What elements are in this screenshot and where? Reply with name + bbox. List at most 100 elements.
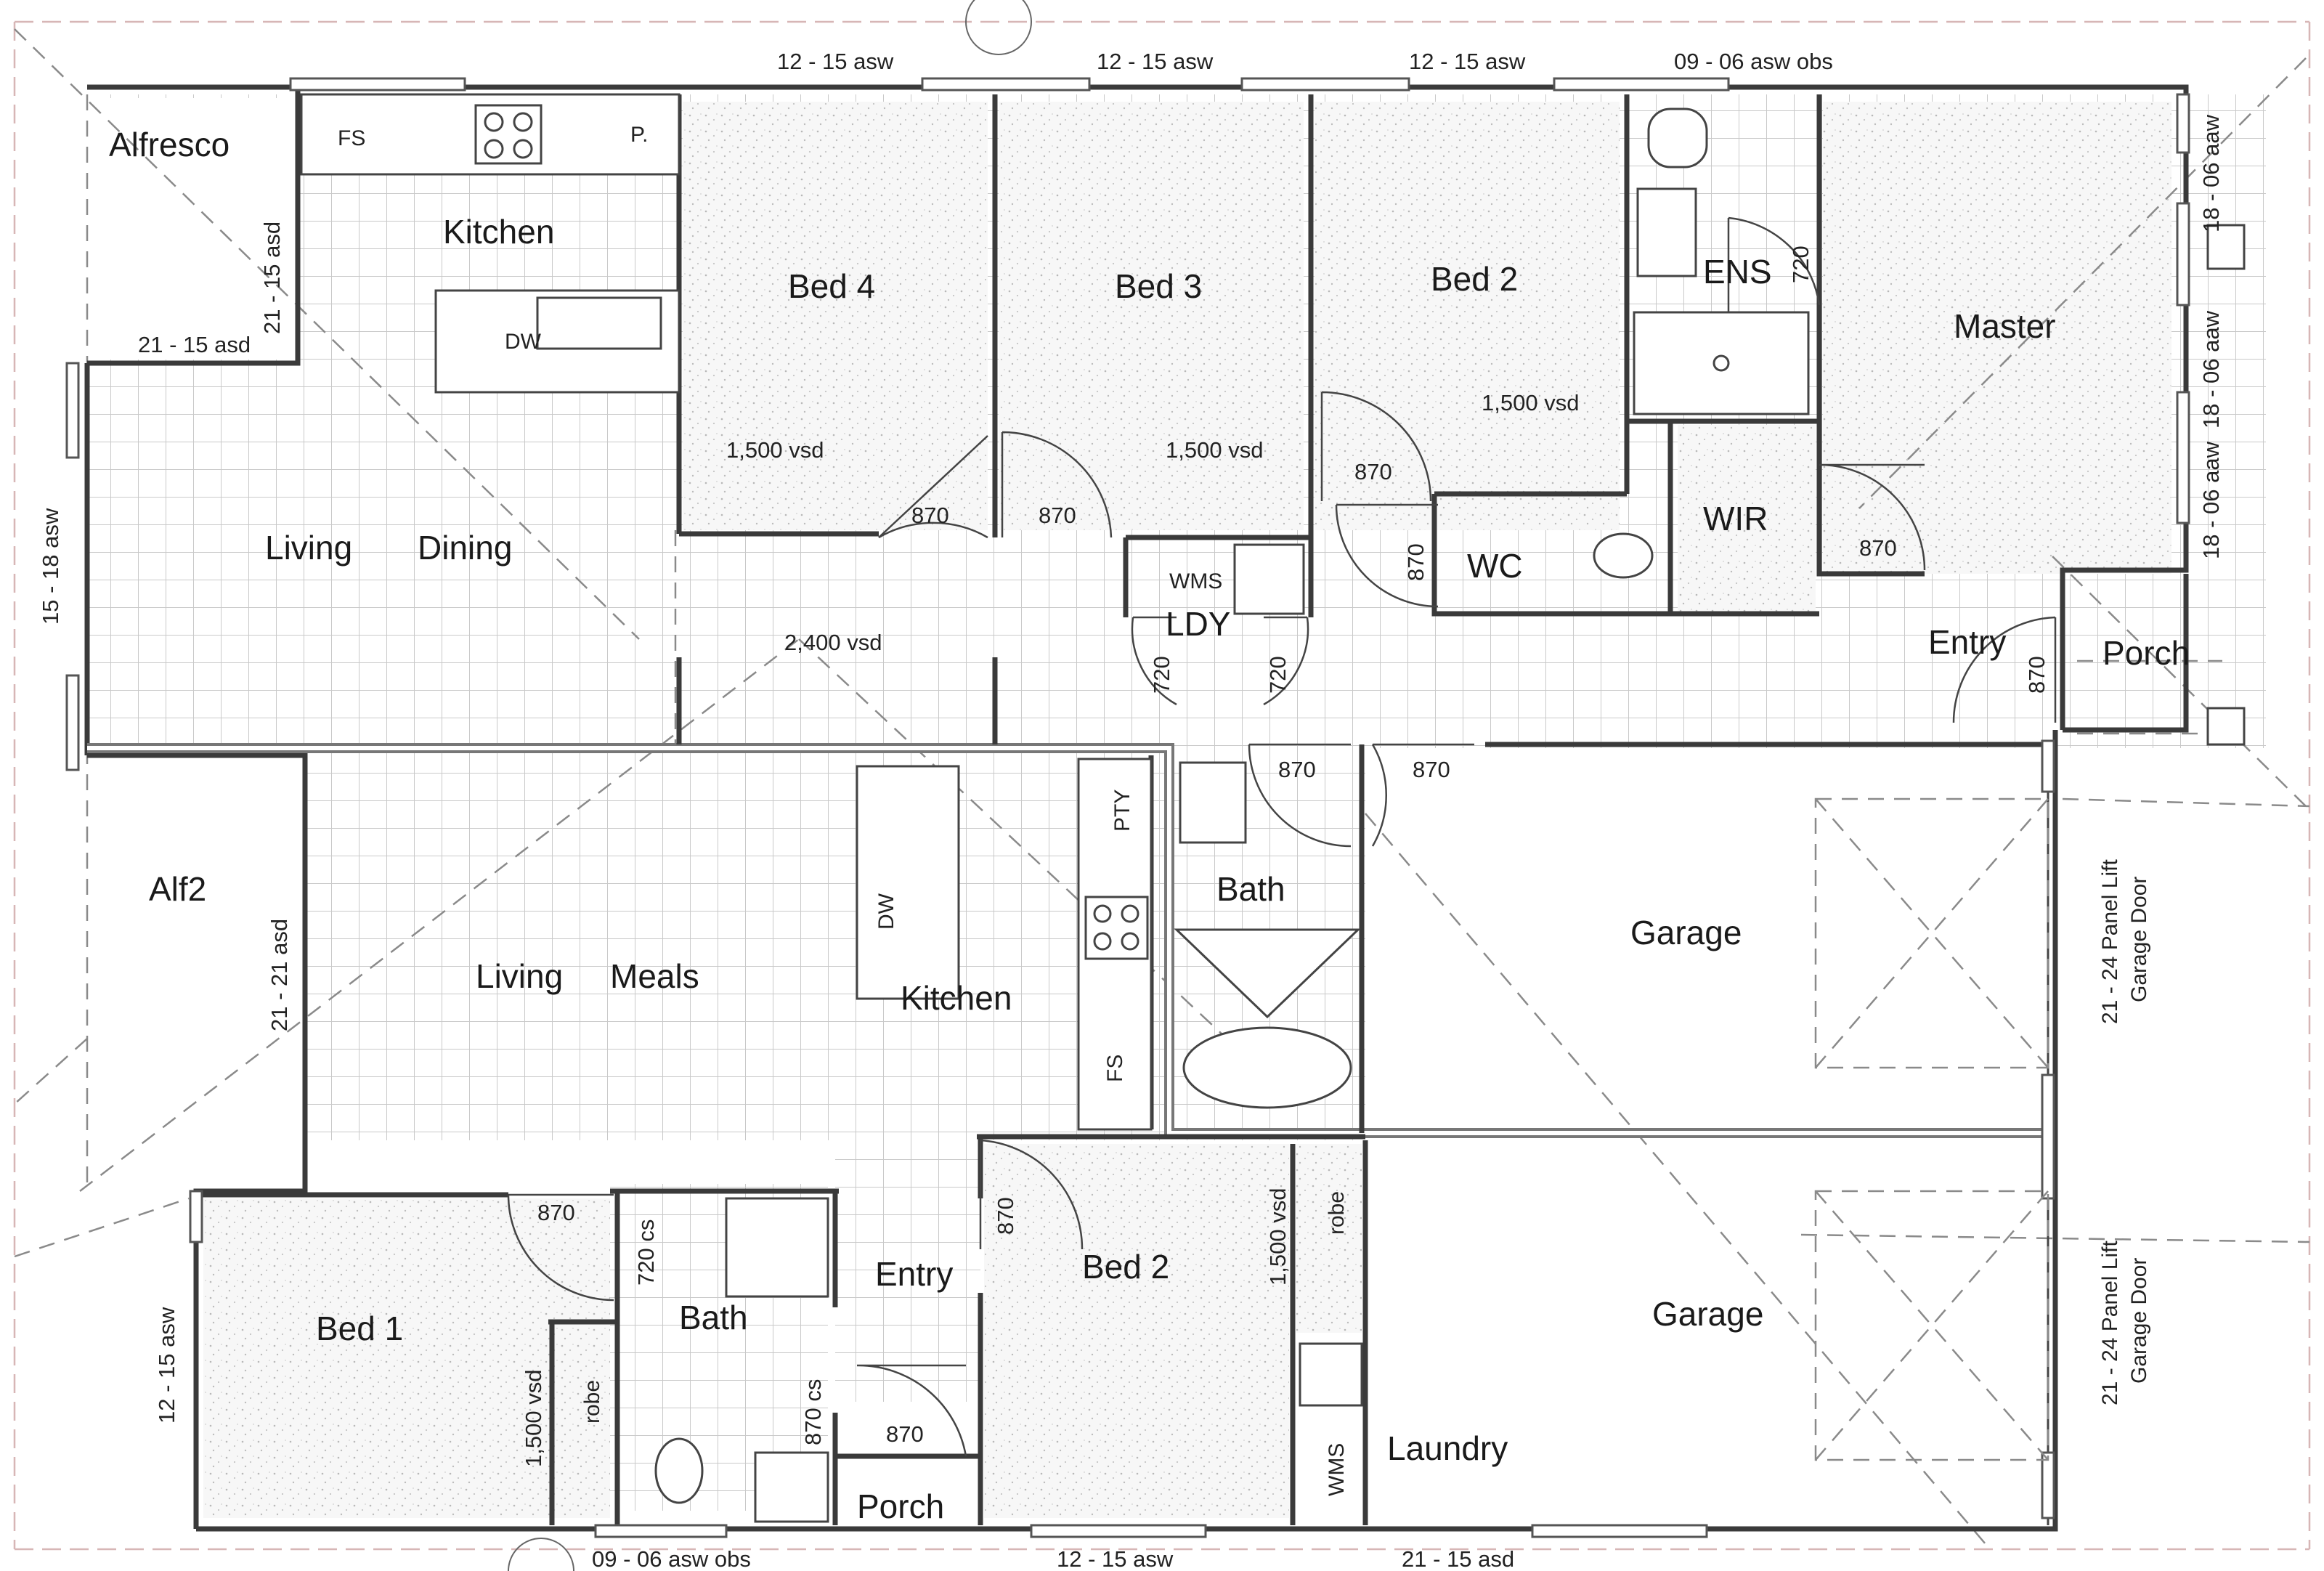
sliding-door-labels: 1,500 vsd 1,500 vsd 1,500 vsd 2,400 vsd …	[521, 390, 1579, 1467]
door-swing-ldy-left	[1131, 616, 1177, 706]
window-label-bottom-1: 09 - 06 asw obs	[592, 1546, 751, 1571]
window-bottom-3	[1531, 1524, 1708, 1538]
room-label-kitchen-bottom: Kitchen	[901, 979, 1012, 1017]
room-label-garage-bottom: Garage	[1652, 1295, 1763, 1333]
room-label-ldy: LDY	[1166, 605, 1230, 643]
window-label-alf2: 21 - 21 asd	[267, 919, 292, 1031]
fixture-label-pty: PTY	[1110, 789, 1134, 832]
room-label-ens: ENS	[1703, 253, 1772, 291]
window-top-2	[921, 77, 1091, 92]
fixture-label-fs-bottom: FS	[1103, 1055, 1127, 1082]
door-label-wc: 870	[1403, 543, 1429, 581]
door-label-bath-cs: 870 cs	[800, 1379, 826, 1445]
room-label-porch-bottom: Porch	[857, 1487, 944, 1525]
garage-door-label-bottom-line1: 21 - 24 Panel Lift	[2098, 1241, 2122, 1405]
window-left-living-2	[65, 674, 80, 771]
carpet-wir	[1678, 425, 1816, 614]
room-label-dining: Dining	[418, 529, 512, 567]
window-right-3	[2176, 391, 2190, 524]
window-bottom-1	[594, 1524, 728, 1538]
garage-top-floor	[1365, 752, 2048, 1129]
door-label-ens: 720	[1788, 245, 1813, 283]
kitchen-bench-bottom-left	[856, 765, 960, 1000]
door-swing-entry	[1952, 616, 2057, 723]
shower-bath-mid	[1174, 928, 1361, 1019]
garage-door-guide-bottom	[1814, 1190, 2049, 1461]
burner	[1121, 904, 1139, 923]
window-label-alfresco-v: 21 - 15 asd	[259, 222, 285, 334]
windows	[65, 77, 2190, 1538]
fixture-label-dw-top: DW	[505, 330, 542, 354]
door-swing-ens	[1727, 216, 1821, 320]
carpet-robe-bed2	[1296, 1144, 1362, 1333]
garage-door-guide-bottom-x	[1815, 1190, 2049, 1461]
door-label-entry-top: 870	[2024, 656, 2049, 694]
hip-line	[1800, 1233, 2310, 1243]
burner	[484, 139, 504, 159]
door-label-bed2-bottom: 870	[993, 1197, 1018, 1235]
carpet-bed3	[999, 102, 1304, 530]
door-label-bath-right: 870	[1413, 757, 1450, 782]
window-garage-bottom	[2041, 1451, 2055, 1519]
carpet-bed2-top	[1315, 102, 1620, 530]
door-label-bath-left: 870	[1278, 757, 1316, 782]
burner	[1093, 932, 1112, 951]
window-label-bed1-left: 12 - 15 asw	[154, 1307, 179, 1424]
door-swing-porch	[856, 1364, 967, 1457]
toilet-wc	[1593, 532, 1654, 579]
sliding-door-label-bed4: 1,500 vsd	[726, 437, 824, 463]
shower-bath-bottom	[725, 1197, 829, 1298]
internal-walls	[196, 94, 2189, 1525]
door-label-bed1: 870	[537, 1200, 575, 1225]
hip-line	[2047, 551, 2307, 807]
burner	[1093, 904, 1112, 923]
sliding-door-label-bed3: 1,500 vsd	[1166, 437, 1263, 463]
tile-floor-entry-lower	[835, 1140, 980, 1402]
room-label-meals: Meals	[610, 957, 699, 995]
door-label-bed4: 870	[911, 503, 949, 528]
floor-fills	[87, 94, 2266, 1518]
doors	[507, 216, 2057, 1457]
door-label-porch-bottom: 870	[886, 1421, 924, 1447]
room-label-bed2-top: Bed 2	[1431, 260, 1518, 298]
window-top-1	[289, 77, 466, 92]
laundry-tub	[1299, 1342, 1363, 1407]
fixture-labels: FS P. DW WMS PTY DW FS robe robe WMS	[338, 123, 1349, 1496]
fixture-label-robe-bed2: robe	[1325, 1191, 1349, 1235]
room-label-bed4: Bed 4	[788, 267, 875, 305]
hip-line	[79, 638, 800, 1192]
window-label-right-2: 18 - 06 aaw	[2198, 310, 2224, 429]
room-label-entry-top: Entry	[1928, 623, 2006, 661]
door-label-bed2-top: 870	[1354, 459, 1392, 484]
carpet-bed1	[203, 1198, 610, 1518]
garage-door-guide-top	[1814, 797, 2049, 1069]
garage-door-label-bottom-line2: Garage Door	[2127, 1258, 2151, 1384]
door-labels: 870 870 870 870 870 870 870 870 870 870 …	[537, 245, 2049, 1447]
room-label-master: Master	[1954, 307, 2056, 345]
carpet-bed2-bottom	[984, 1144, 1289, 1518]
room-label-garage-top: Garage	[1630, 914, 1742, 951]
room-label-wir: WIR	[1703, 500, 1768, 537]
washer-ldy	[1233, 543, 1305, 615]
porch-post-right-top	[2206, 224, 2246, 270]
window-top-4	[1553, 77, 1730, 92]
door-swing-bed4	[878, 435, 988, 539]
room-label-alfresco: Alfresco	[109, 126, 229, 163]
hip-line	[14, 1038, 88, 1105]
window-right-2	[2176, 202, 2190, 307]
bathtub-mid	[1182, 1026, 1352, 1109]
room-label-living-top: Living	[265, 529, 352, 567]
toilet-bath-bottom	[654, 1437, 704, 1504]
door-swing-bed2	[1320, 391, 1432, 502]
roof-hip-lines	[14, 28, 2310, 1550]
garage-door-label-top-line2: Garage Door	[2127, 877, 2151, 1002]
cooktop-bottom	[1084, 896, 1149, 960]
wall-porch-top	[2063, 574, 2189, 733]
carpet-master	[1823, 102, 2171, 574]
fixture-label-fs-top: FS	[338, 126, 365, 150]
door-swing-wir	[1819, 463, 1926, 571]
wall-wc	[1431, 494, 1670, 617]
fixture-label-wms-top: WMS	[1169, 569, 1222, 593]
roof-outline	[13, 20, 2311, 1551]
